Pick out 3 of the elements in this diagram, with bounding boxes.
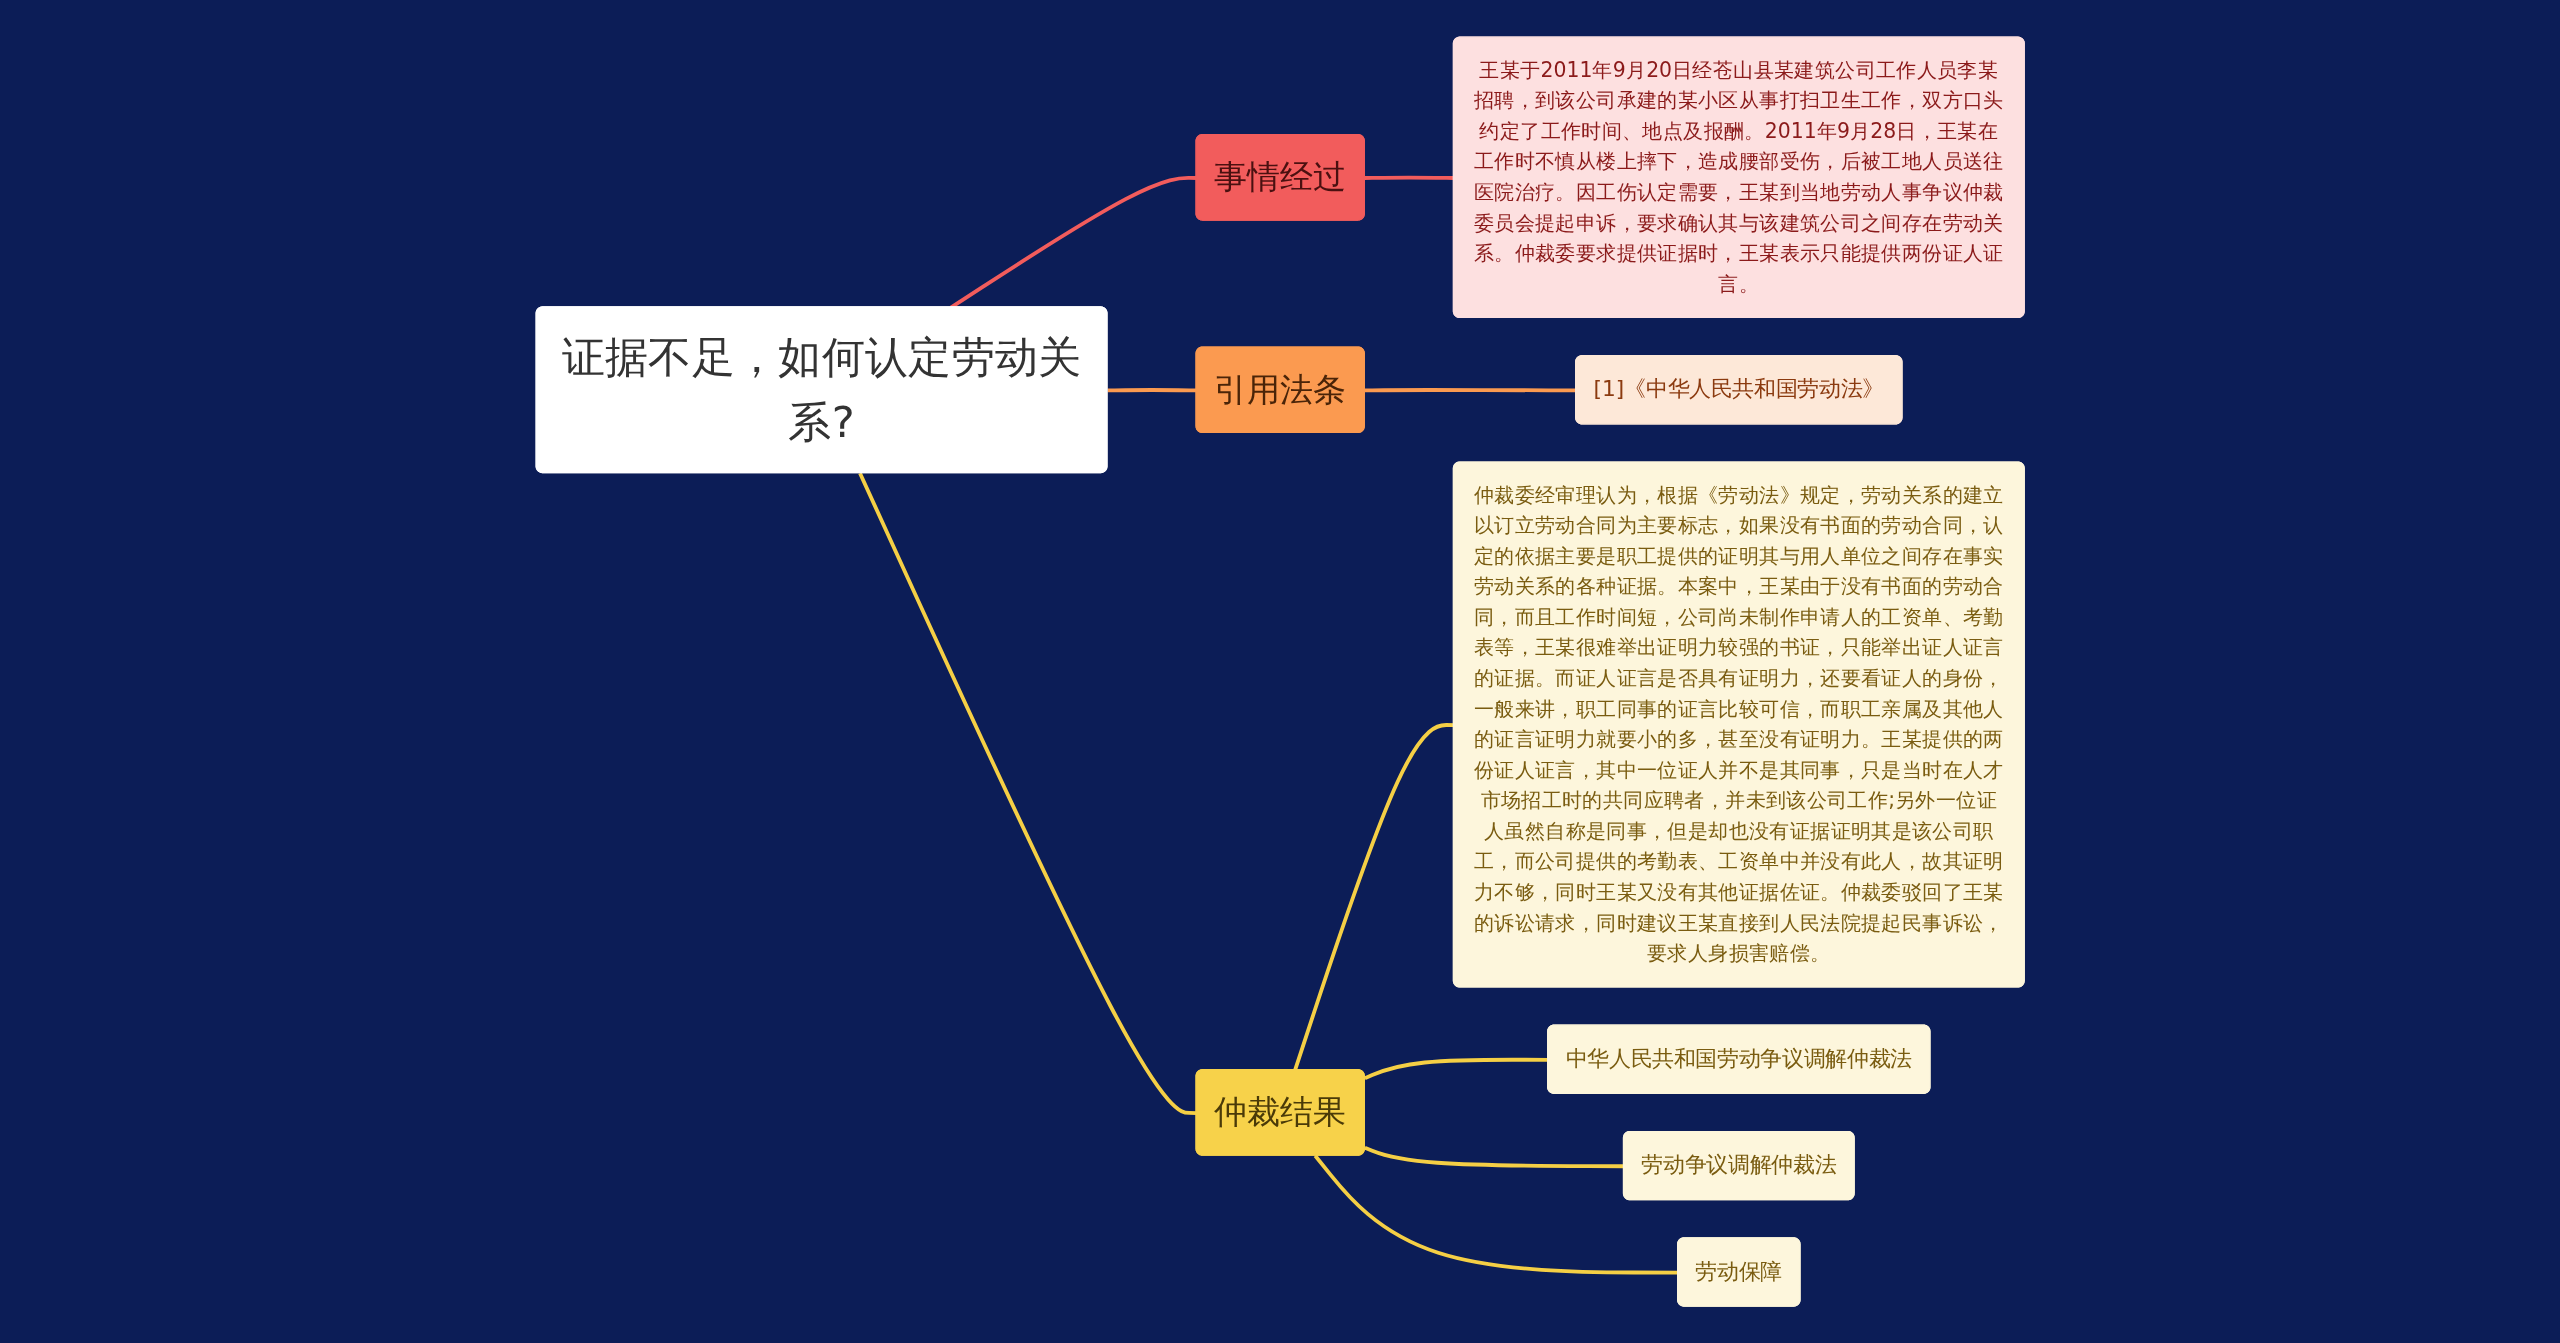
connector [1364, 175, 1454, 180]
connector [1292, 723, 1454, 1071]
connector [1364, 1145, 1624, 1169]
